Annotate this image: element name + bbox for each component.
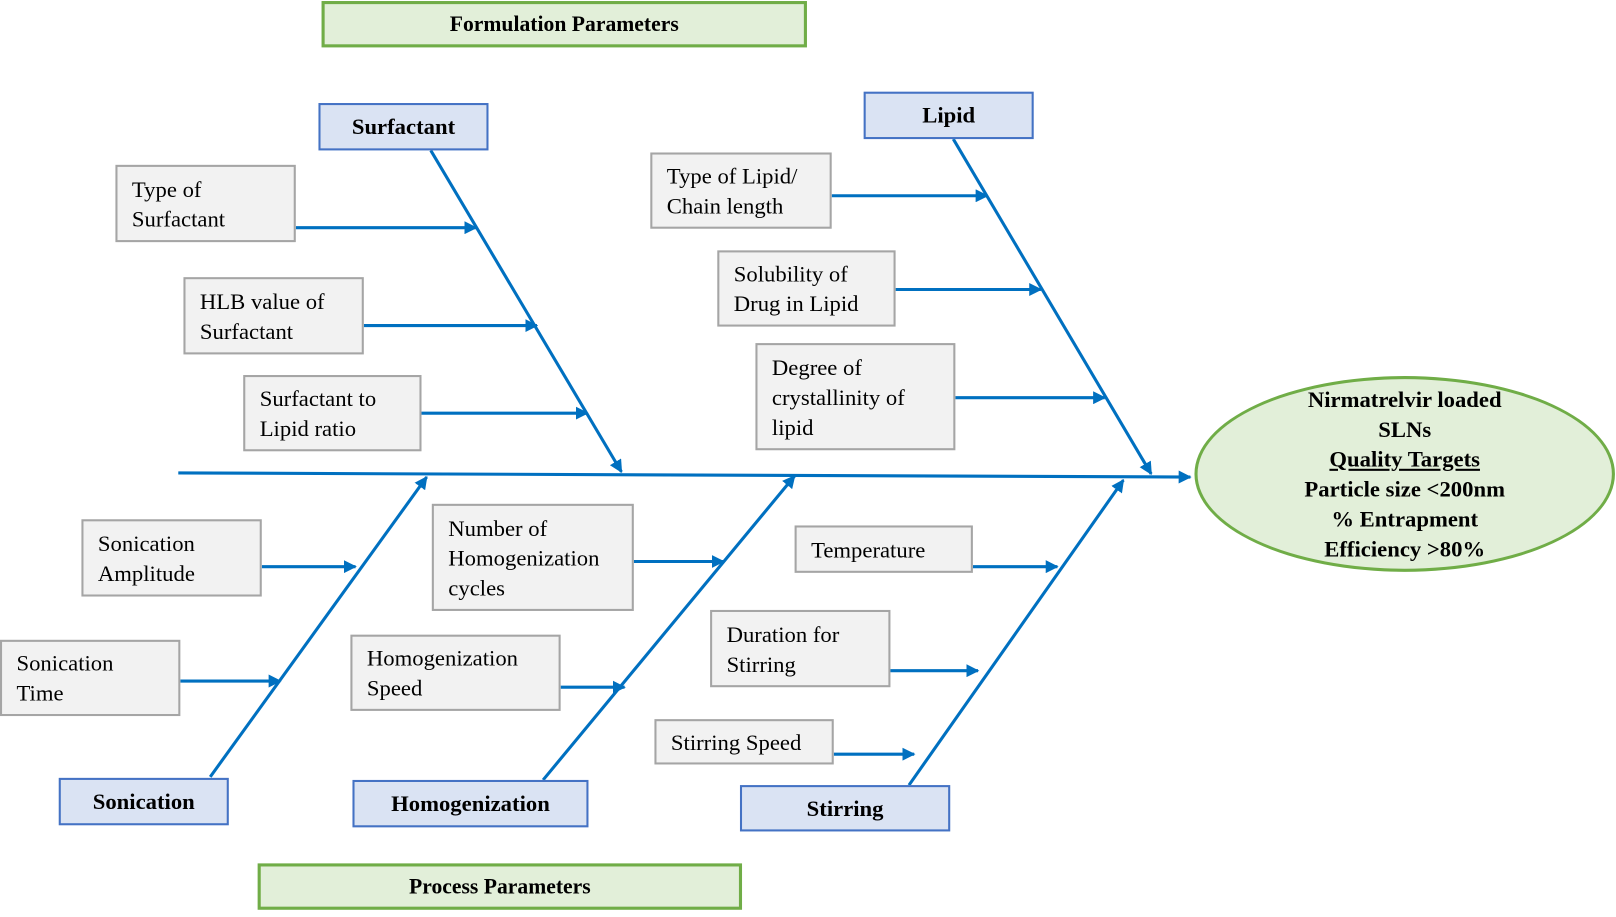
cause-homogenization-speed: Homogenization Speed <box>350 634 561 711</box>
cause-number-of-homogenization-cycles: Number of Homogenization cycles <box>431 503 634 611</box>
cause-sonication-time: Sonication Time <box>0 639 181 717</box>
bone-sonication <box>208 475 428 778</box>
target-particle-size: Particle size <200nm <box>1304 475 1505 502</box>
effect-title-line2: SLNs <box>1378 416 1432 442</box>
effect-title-line1: Nirmatrelvir loaded <box>1307 386 1502 413</box>
spine-line <box>178 470 1192 484</box>
quality-target-ellipse: Nirmatrelvir loaded SLNs Quality Targets… <box>1194 376 1615 572</box>
category-sonication: Sonication <box>58 777 229 826</box>
cause-stirring-speed: Stirring Speed <box>654 719 834 765</box>
bone-surfactant <box>429 149 623 473</box>
process-parameters-header: Process Parameters <box>257 863 743 910</box>
cause-type-of-surfactant: Type of Surfactant <box>115 164 296 243</box>
bone-homogenization <box>541 474 796 781</box>
bone-lipid <box>951 138 1153 476</box>
cause-surfactant-to-lipid-ratio: Surfactant to Lipid ratio <box>243 375 422 452</box>
cause-degree-of-crystallinity: Degree of crystallinity of lipid <box>755 343 956 451</box>
category-homogenization: Homogenization <box>352 779 589 828</box>
cause-type-of-lipid-chain-length: Type of Lipid/ Chain length <box>650 152 832 229</box>
quality-targets-heading: Quality Targets <box>1329 446 1480 472</box>
target-entrapment-line2: Efficiency >80% <box>1324 535 1486 562</box>
formulation-parameters-header: Formulation Parameters <box>321 1 807 48</box>
cause-temperature: Temperature <box>794 525 973 573</box>
cause-hlb-value-of-surfactant: HLB value of Surfactant <box>183 277 364 355</box>
category-lipid: Lipid <box>863 91 1034 140</box>
bone-stirring <box>907 479 1125 786</box>
target-entrapment-line1: % Entrapment <box>1331 505 1479 532</box>
cause-solubility-of-drug-in-lipid: Solubility of Drug in Lipid <box>717 250 896 327</box>
category-surfactant: Surfactant <box>318 103 489 151</box>
category-stirring: Stirring <box>739 785 951 832</box>
cause-sonication-amplitude: Sonication Amplitude <box>81 519 262 597</box>
cause-duration-for-stirring: Duration for Stirring <box>710 609 891 688</box>
